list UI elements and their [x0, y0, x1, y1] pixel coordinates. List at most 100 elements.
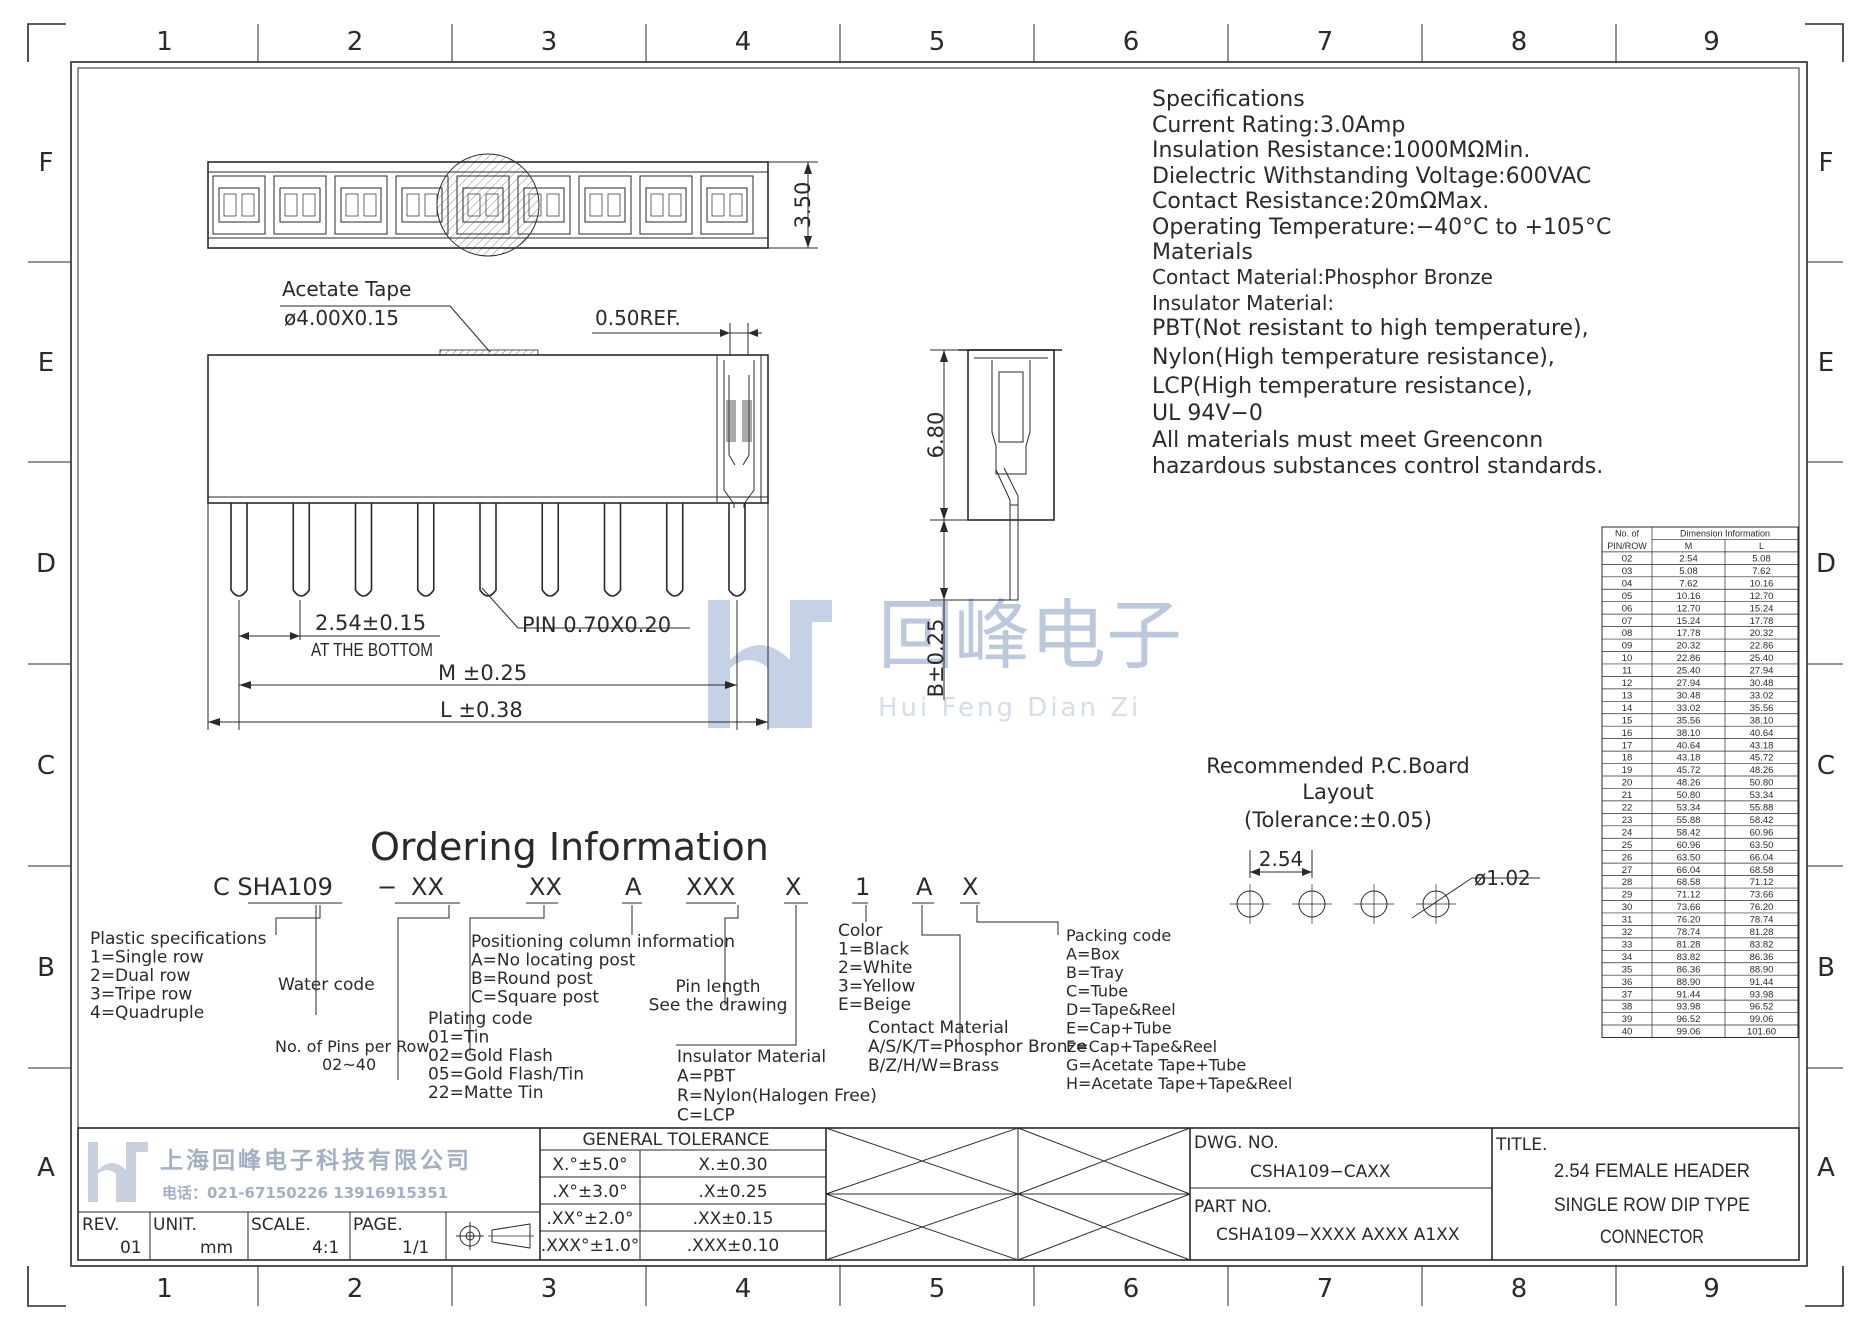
table-cell: 55.88	[1677, 815, 1701, 826]
table-cell: 66.04	[1750, 852, 1774, 863]
order-code-segment: A	[916, 873, 933, 901]
table-cell: 36	[1622, 977, 1633, 988]
table-cell: 99.06	[1750, 1014, 1774, 1025]
table-cell: 25.40	[1677, 666, 1701, 677]
order-pins-label: No. of Pins per Row	[275, 1037, 429, 1056]
table-cell: 34	[1622, 952, 1633, 963]
zone-col-label: 7	[1317, 27, 1334, 57]
zone-col-label: 5	[929, 27, 946, 57]
table-cell: 21	[1622, 790, 1633, 801]
table-cell: 17.78	[1677, 628, 1701, 639]
table-cell: 03	[1622, 566, 1633, 577]
order-line: C=Tube	[1066, 982, 1128, 1001]
zone-col-label: 3	[541, 1274, 558, 1304]
table-cell: 25.40	[1750, 653, 1774, 664]
table-cell: 38	[1622, 1002, 1633, 1013]
order-group-packing: Packing codeA=BoxB=TrayC=TubeD=Tape&Reel…	[1066, 926, 1292, 1093]
zone-row-label: E	[38, 348, 54, 378]
order-line: A/S/K/T=Phosphor Bronze	[868, 1037, 1087, 1057]
zone-col-label: 1	[156, 1274, 173, 1304]
order-code-segment: A	[625, 873, 642, 901]
order-line: See the drawing	[649, 996, 788, 1016]
table-cell: 22.86	[1750, 641, 1774, 652]
table-cell: 25	[1622, 840, 1633, 851]
pin	[230, 503, 248, 597]
table-cell: 15	[1622, 715, 1633, 726]
order-line: C=Square post	[471, 988, 599, 1008]
spec-line: All materials must meet Greenconn	[1152, 428, 1543, 453]
spec-line: Current Rating:3.0Amp	[1152, 113, 1405, 138]
order-line: Color	[838, 921, 882, 941]
order-code-segment: C SHA109	[213, 873, 333, 901]
acetate-tape-size: ø4.00X0.15	[284, 306, 399, 330]
tolerance-linear: X.±0.30	[698, 1155, 767, 1175]
order-line: Contact Material	[868, 1018, 1009, 1038]
order-line: 3=Tripe row	[90, 985, 192, 1005]
order-line: Packing code	[1066, 926, 1171, 945]
order-code-segment: XX	[529, 873, 562, 901]
table-cell: 5.08	[1679, 566, 1698, 577]
watermark: 回峰电子 Hui Feng Dian Zi	[708, 591, 1182, 728]
spec-line: hazardous substances control standards.	[1152, 454, 1603, 479]
table-cell: 99.06	[1677, 1027, 1701, 1038]
pin	[728, 503, 746, 597]
table-cell: 30.48	[1677, 690, 1701, 701]
spec-line: Specifications	[1152, 87, 1305, 112]
zone-row-label: F	[39, 148, 54, 178]
order-line: Insulator Material	[677, 1047, 826, 1067]
dim-ref: 0.50REF.	[595, 306, 681, 330]
table-cell: 19	[1622, 765, 1633, 776]
order-code-segment: XXX	[686, 873, 735, 901]
zone-row-label: E	[1818, 348, 1834, 378]
table-cell: 7.62	[1752, 566, 1771, 577]
company-name: 上海回峰电子科技有限公司	[160, 1147, 472, 1174]
company-logo-icon	[88, 1142, 148, 1202]
order-code-segment: 1	[855, 873, 870, 901]
table-cell: 27	[1622, 865, 1633, 876]
pcb-title: Recommended P.C.Board	[1206, 754, 1469, 778]
table-cell: 60.96	[1677, 840, 1701, 851]
tolerance-linear: .XXX±0.10	[687, 1236, 779, 1256]
order-line: R=Nylon(Halogen Free)	[677, 1086, 877, 1106]
table-cell: 04	[1622, 578, 1633, 589]
dim-at-bottom: AT THE BOTTOM	[311, 640, 433, 660]
spec-line: Nylon(High temperature resistance),	[1152, 345, 1555, 370]
zone-col-label: 9	[1703, 1274, 1720, 1304]
part-label: PART NO.	[1194, 1197, 1272, 1217]
table-cell: 93.98	[1750, 989, 1774, 1000]
spec-line: PBT(Not resistant to high temperature),	[1152, 316, 1589, 341]
order-line: E=Beige	[838, 995, 911, 1015]
table-cell: 50.80	[1750, 778, 1774, 789]
order-line: 01=Tin	[428, 1028, 489, 1048]
top-cell	[639, 175, 693, 235]
zone-row-label: B	[37, 953, 55, 983]
table-cell: 30	[1622, 902, 1633, 913]
table-cell: 10	[1622, 653, 1633, 664]
table-cell: 7.62	[1679, 578, 1698, 589]
zone-col-label: 7	[1317, 1274, 1334, 1304]
table-header-l: L	[1759, 541, 1764, 551]
table-cell: 26	[1622, 852, 1633, 863]
table-cell: 91.44	[1750, 977, 1774, 988]
dim-l: L ±0.38	[440, 698, 523, 722]
table-cell: 58.42	[1677, 827, 1701, 838]
table-cell: 33.02	[1750, 690, 1774, 701]
table-cell: 43.18	[1677, 753, 1701, 764]
title-line: 2.54 FEMALE HEADER	[1554, 1161, 1750, 1182]
table-cell: 17.78	[1750, 616, 1774, 627]
